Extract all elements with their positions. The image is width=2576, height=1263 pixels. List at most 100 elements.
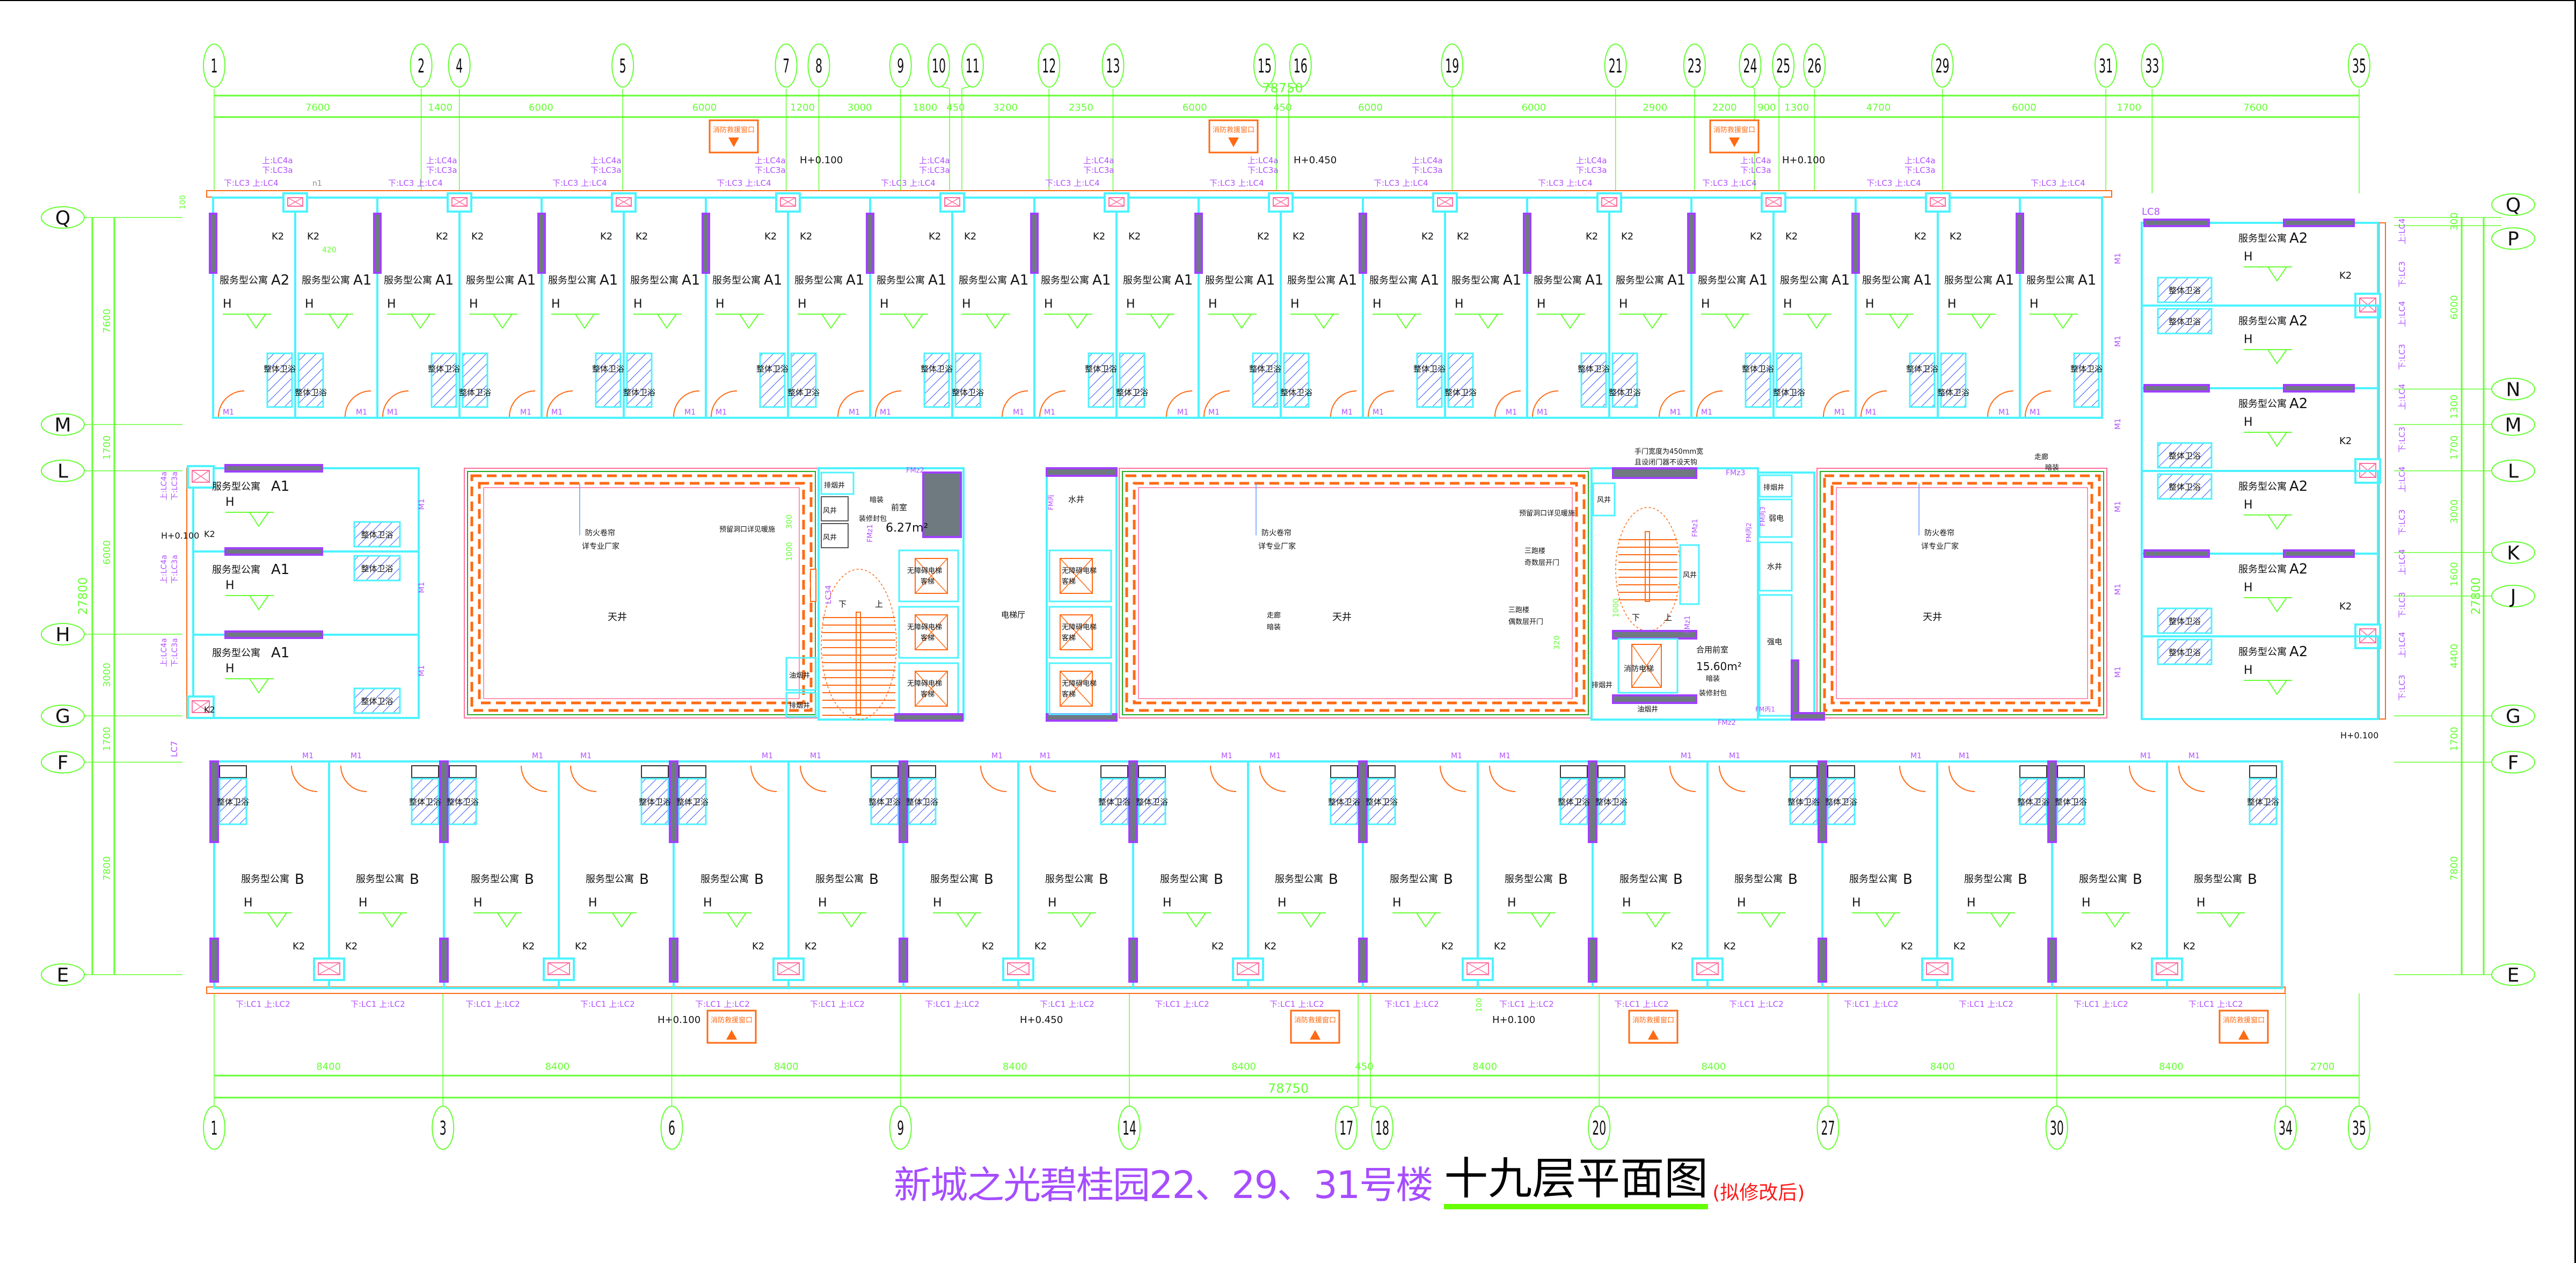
bathroom-label: 整体卫浴 xyxy=(2169,286,2201,295)
fire-rescue-window-sign xyxy=(1709,119,1760,154)
door-swing xyxy=(2178,765,2205,792)
door-fmz1-even: FMz1 xyxy=(1684,615,1692,634)
ac-unit-cross xyxy=(318,962,340,975)
smoke-shaft-label-2: 排烟井 xyxy=(789,702,810,710)
axis-bottom-3-bubble xyxy=(432,1106,455,1150)
bathroom-frame xyxy=(2157,638,2213,665)
door-tag: M1 xyxy=(302,752,313,760)
ac-platform xyxy=(1596,192,1622,213)
bathroom-frame xyxy=(626,352,653,408)
fire-rescue-window-label: 消防救援窗口 xyxy=(1713,126,1755,134)
door-swing xyxy=(1440,765,1466,792)
corridor-label-right: 走廊 xyxy=(2034,453,2048,461)
fire-rescue-window-label: 消防救援窗口 xyxy=(711,1016,753,1025)
level-mark-triangle xyxy=(1643,314,1662,329)
shear-wall xyxy=(1588,938,1597,983)
elevator-cross xyxy=(1631,644,1662,688)
dimension-right: 6000 xyxy=(2449,295,2460,320)
unit-label: 服务型公寓 xyxy=(1698,275,1746,286)
dimension-bottom: 8400 xyxy=(1930,1061,1955,1072)
door-swing xyxy=(382,390,409,417)
level-mark: H xyxy=(473,896,483,910)
door-tag: M1 xyxy=(520,408,531,417)
door-fmz2: FMz2 xyxy=(906,467,924,475)
ac-unit xyxy=(451,197,468,207)
concealed-label: 暗装 xyxy=(870,496,884,504)
level-mark: H xyxy=(2196,896,2206,910)
axis-right-N-bubble xyxy=(2491,378,2535,401)
axis-top-35: 35 xyxy=(2352,55,2366,77)
fire-shutter-line xyxy=(470,474,813,712)
level-mark: H xyxy=(1537,297,1546,311)
unit-type: A1 xyxy=(1174,272,1193,288)
door-tag: M1 xyxy=(2114,418,2122,430)
ac-mark: K2 xyxy=(2339,601,2352,612)
unit-label: 服务型公寓 xyxy=(302,275,350,286)
bathroom-label: 整体卫浴 xyxy=(2169,648,2201,657)
ac-mark: K2 xyxy=(929,231,941,242)
shear-wall xyxy=(224,547,323,556)
vanity xyxy=(1790,765,1818,778)
window-tag: 下:LC3 上:LC4 xyxy=(717,178,771,188)
bathroom-label: 整体卫浴 xyxy=(639,797,671,807)
unit-type: A1 xyxy=(1996,272,2014,288)
elevator-label: 无障碍电梯 xyxy=(1062,567,1097,575)
door-swing xyxy=(1949,765,1975,792)
ac-mark: K2 xyxy=(1264,941,1276,952)
ac-unit-cross xyxy=(548,962,570,975)
level-mark: H xyxy=(387,297,396,311)
window-tag: 下:LC1 上:LC2 xyxy=(1844,999,1899,1009)
door-fmz2: FMz2 xyxy=(1718,719,1736,727)
shear-wall xyxy=(2143,219,2210,227)
window-tag: 下:LC3 上:LC4 xyxy=(1045,178,1100,188)
bathroom-label: 整体卫浴 xyxy=(295,388,327,397)
door-tag: M1 xyxy=(418,582,426,593)
ac-platform xyxy=(1002,957,1034,981)
fire-shutter-note: 详专业厂家 xyxy=(1258,542,1296,551)
elevator-sub-label: 客梯 xyxy=(921,634,935,642)
bathroom-label: 整体卫浴 xyxy=(623,388,655,397)
ac-platform xyxy=(1104,192,1129,213)
unit-label: 服务型公寓 xyxy=(2238,481,2287,492)
unit-type: B xyxy=(639,872,649,888)
door-swing xyxy=(980,765,1007,792)
ac-mark: K2 xyxy=(1671,941,1683,952)
integrated-bathroom xyxy=(595,352,622,408)
axis-bottom-20-bubble xyxy=(1588,1106,1611,1150)
vanity xyxy=(641,765,669,778)
shear-wall xyxy=(866,213,874,274)
bathroom-label: 整体卫浴 xyxy=(361,564,393,574)
unit-type: A1 xyxy=(1421,272,1439,288)
bathroom-label: 整体卫浴 xyxy=(1444,388,1477,397)
unit-label: 服务型公寓 xyxy=(1041,275,1089,286)
weak-power-room xyxy=(1758,498,1793,538)
door-tag: M1 xyxy=(580,752,592,760)
unit-type: A1 xyxy=(271,645,289,661)
dimension-top: 6000 xyxy=(1522,102,1546,113)
unit-label: 服务型公寓 xyxy=(1287,275,1336,286)
hole-note-left: 预留洞口详见暖施 xyxy=(719,526,775,534)
bathroom-label: 整体卫浴 xyxy=(2169,317,2201,326)
door-tag: M1 xyxy=(2114,666,2122,678)
window-tag: 下:LC3 上:LC4 xyxy=(388,178,443,188)
axis-bottom-27: 27 xyxy=(1821,1117,1835,1139)
unit-type: B xyxy=(524,872,534,888)
dimension-top: 6000 xyxy=(692,102,717,113)
door-swing xyxy=(1210,765,1237,792)
integrated-bathroom xyxy=(2073,352,2100,408)
stair-even-2: 偶数层开门 xyxy=(1508,618,1543,626)
bathroom-frame xyxy=(2157,607,2213,634)
axis-top-24: 24 xyxy=(1743,55,1757,77)
vanity xyxy=(2019,765,2047,778)
level-mark-triangle xyxy=(1396,314,1416,329)
door-fmb2: FM丙2 xyxy=(1745,522,1753,542)
level-mark: H xyxy=(933,896,942,910)
dimension-top: 1200 xyxy=(790,102,815,113)
stair-down: 下 xyxy=(838,599,846,609)
unit-label: 服务型公寓 xyxy=(794,275,843,286)
fire-shutter-note: 详专业厂家 xyxy=(582,542,619,551)
axis-right-J: J xyxy=(2509,586,2516,608)
axis-right-E-bubble xyxy=(2491,963,2535,986)
door-swing xyxy=(546,390,573,417)
bathroom-label: 整体卫浴 xyxy=(906,797,938,807)
